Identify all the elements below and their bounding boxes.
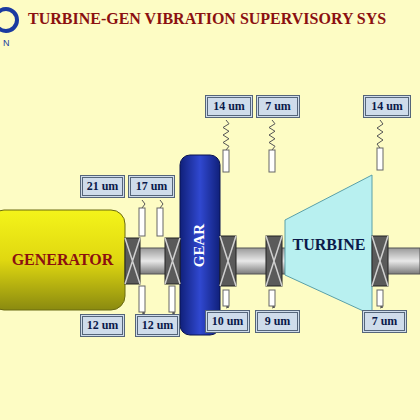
gear-box: GEAR [180, 155, 220, 335]
vibration-reading: 12 um [142, 318, 174, 333]
page-title: TURBINE-GEN VIBRATION SUPERVISORY SYS [28, 10, 386, 28]
vibration-probe [223, 150, 229, 172]
logo-letter: N [3, 38, 10, 48]
vibration-probe [139, 208, 145, 236]
bearing-mark [266, 236, 282, 286]
probe-lead [377, 120, 383, 148]
turbine-box: TURBINE [285, 175, 373, 315]
probe-lead [269, 120, 275, 150]
reading-box: 14 um [205, 95, 253, 118]
machine-label: GEAR [192, 223, 209, 266]
vibration-probe [169, 286, 175, 312]
bearing-block [165, 238, 180, 284]
probes [139, 120, 383, 314]
vibration-reading: 21 um [87, 179, 119, 194]
bearing-mark [125, 238, 140, 284]
vibration-probe [223, 290, 229, 306]
probe-lead [160, 200, 163, 208]
generator-housing [0, 210, 125, 310]
vibration-probe [377, 290, 383, 306]
reading-box: 10 um [205, 310, 250, 333]
machine-label: GENERATOR [12, 251, 114, 269]
bearing-mark [220, 236, 236, 286]
generator-box: GENERATOR [0, 210, 125, 310]
reading-box: 14 um [363, 95, 411, 118]
reading-box: 9 um [255, 310, 300, 333]
vibration-reading: 14 um [213, 99, 245, 114]
vibration-reading: 7 um [372, 314, 398, 329]
vibration-reading: 10 um [212, 314, 244, 329]
vibration-probe [269, 290, 275, 306]
vibration-reading: 14 um [371, 99, 403, 114]
probe-lead [142, 200, 145, 208]
bearing-block [266, 236, 282, 286]
vibration-probe [269, 150, 275, 172]
vibration-reading: 9 um [265, 314, 291, 329]
vibration-probe [157, 208, 163, 236]
bearing-mark [372, 236, 388, 286]
probe-lead [223, 120, 229, 150]
vibration-reading: 17 um [136, 179, 168, 194]
bearing-block [220, 236, 236, 286]
vibration-probe [377, 148, 383, 170]
vibration-probe [139, 286, 145, 312]
bearing-block [125, 238, 140, 284]
bearing-mark [165, 238, 180, 284]
machine-label: TURBINE [293, 236, 366, 254]
vibration-reading: 12 um [87, 318, 119, 333]
turbine-casing [285, 175, 372, 315]
reading-box: 21 um [80, 175, 125, 198]
reading-box: 17 um [128, 175, 175, 198]
bearings [125, 236, 388, 286]
reading-box: 12 um [80, 314, 125, 337]
logo [0, 9, 17, 31]
gear-housing [180, 155, 220, 335]
reading-box: 7 um [256, 95, 300, 118]
reading-box: 7 um [362, 310, 407, 333]
bearing-block [372, 236, 388, 286]
vibration-reading: 7 um [265, 99, 291, 114]
reading-box: 12 um [135, 314, 180, 337]
